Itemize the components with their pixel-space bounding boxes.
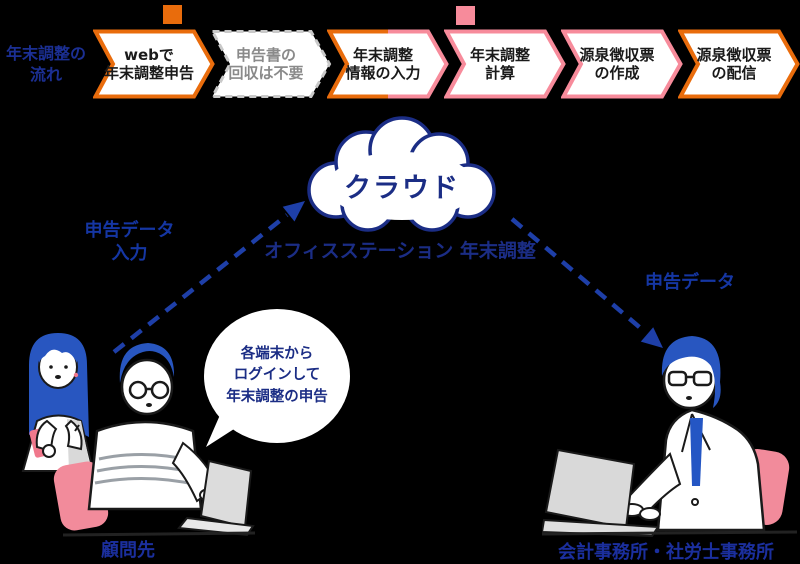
chevron-shape-pink bbox=[561, 29, 683, 99]
bubble-line3: 年末調整の申告 bbox=[226, 388, 328, 405]
flow-step-no-paper-collection: 申告書の 回収は不要 bbox=[210, 29, 332, 99]
glasses-icon bbox=[667, 370, 688, 387]
tie-shape bbox=[690, 418, 703, 486]
upload-data-label: 申告データ 入力 bbox=[62, 219, 197, 266]
step1-line2: 年末調整申告 bbox=[103, 64, 194, 82]
bubble-line1: 各端末から bbox=[240, 346, 314, 363]
upload-label-line2: 入力 bbox=[111, 243, 148, 265]
man-typing bbox=[53, 343, 255, 537]
upload-arrowhead-icon bbox=[282, 201, 305, 222]
step-label: 源泉徴収票 の作成 bbox=[571, 29, 663, 99]
flow-title-line2: 流れ bbox=[29, 64, 62, 84]
step2-line1: 申告書の bbox=[235, 46, 296, 64]
clients-illustration bbox=[21, 333, 255, 537]
cloud-label: クラウド bbox=[344, 172, 460, 204]
bubble-line2: ログインして bbox=[233, 367, 321, 384]
speech-bubble: 各端末から ログインして 年末調整の申告 bbox=[204, 309, 350, 443]
flow-title-line1: 年末調整の bbox=[5, 44, 86, 63]
chevron-shape-orange bbox=[93, 29, 215, 99]
step-label: 申告書の 回収は不要 bbox=[220, 29, 312, 99]
step-label: 年末調整 計算 bbox=[454, 29, 546, 99]
step-label: webで 年末調整申告 bbox=[103, 29, 195, 99]
download-arrowhead-icon bbox=[640, 327, 663, 348]
step4-line2: 計算 bbox=[484, 64, 515, 82]
cloud-icon bbox=[307, 116, 496, 232]
pink-legend-square-icon bbox=[456, 6, 475, 25]
step3-line1: 年末調整 bbox=[352, 46, 413, 64]
step5-line2: の作成 bbox=[594, 64, 640, 82]
step-label: 年末調整 情報の入力 bbox=[337, 29, 429, 99]
caption-client: 顧問先 bbox=[101, 540, 155, 561]
cloud-shape: クラウド bbox=[296, 116, 508, 238]
download-data-label: 申告データ bbox=[645, 272, 735, 293]
flow-step-calculation: 年末調整 計算 bbox=[444, 29, 566, 99]
product-name: オフィスステーション 年末調整 bbox=[264, 240, 536, 262]
step5-line1: 源泉徴収票 bbox=[579, 46, 655, 64]
flow-title: 年末調整の 流れ bbox=[0, 44, 92, 86]
chevron-shape-orange-pink bbox=[327, 29, 449, 99]
flow-step-web-filing: webで 年末調整申告 bbox=[93, 29, 215, 99]
chevron-shape-orange bbox=[678, 29, 800, 99]
step3-line2: 情報の入力 bbox=[345, 64, 421, 82]
step-label: 源泉徴収票 の配信 bbox=[688, 29, 780, 99]
step2-line2: 回収は不要 bbox=[228, 64, 304, 82]
step1-line1: webで bbox=[124, 46, 174, 64]
upload-arrow-line bbox=[112, 213, 289, 354]
accountant-illustration bbox=[542, 336, 797, 537]
desk-line bbox=[62, 531, 255, 537]
flow-step-create-withholding-slip: 源泉徴収票 の作成 bbox=[561, 29, 683, 99]
flow-step-distribute-withholding-slip: 源泉徴収票 の配信 bbox=[678, 29, 800, 99]
step4-line1: 年末調整 bbox=[469, 46, 530, 64]
download-arrow-line bbox=[510, 217, 646, 333]
flow-step-info-input: 年末調整 情報の入力 bbox=[327, 29, 449, 99]
accountant-at-laptop bbox=[542, 336, 797, 537]
caption-accounting-office: 会計事務所・社労士事務所 bbox=[558, 542, 774, 563]
desk-line bbox=[542, 530, 797, 536]
step6-line2: の配信 bbox=[711, 64, 757, 82]
laptop-screen bbox=[544, 448, 636, 530]
upload-label-line1: 申告データ bbox=[84, 220, 175, 241]
chevron-shape-pink bbox=[444, 29, 566, 99]
chevron-shape-gray-dashed bbox=[210, 30, 332, 98]
laptop-base bbox=[177, 516, 255, 537]
laptop-screen bbox=[199, 459, 253, 529]
step6-line1: 源泉徴収票 bbox=[696, 46, 772, 64]
woman-with-phone bbox=[21, 333, 95, 472]
orange-legend-square-icon bbox=[163, 5, 182, 24]
